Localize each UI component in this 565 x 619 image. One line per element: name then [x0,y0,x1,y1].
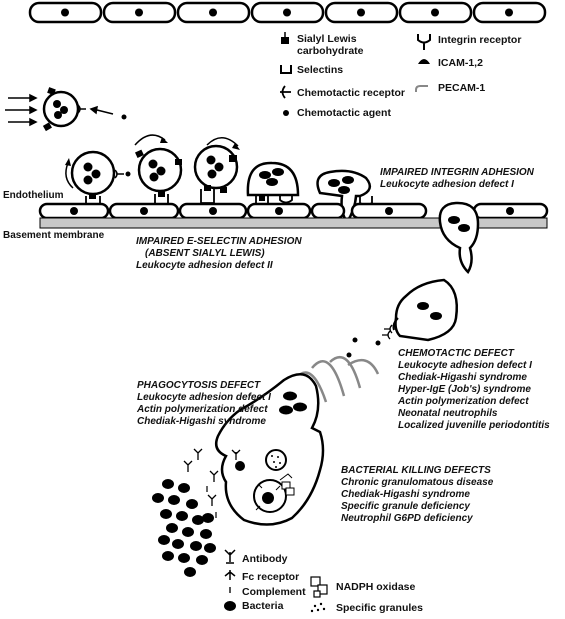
legend-granules-label: Specific granules [336,602,423,614]
chemotactic-defect-block: CHEMOTACTIC DEFECT Leukocyte adhesion de… [398,348,550,432]
integrin-defect-block: IMPAIRED INTEGRIN ADHESION Leukocyte adh… [380,167,534,191]
legend-integrin-receptor-label: Integrin receptor [438,34,522,46]
sialyl-lewis-icon [281,37,289,44]
legend-pecam-label: PECAM-1 [438,82,486,94]
antibody-icon [224,549,236,564]
legend-selectins-label: Selectins [297,64,344,76]
chemotaxing-leukocyte [382,278,458,342]
chemotactic-receptor-icon [280,85,291,99]
adherent-leukocyte [246,161,300,207]
selectin-icon [280,65,292,74]
selectin-defect-block: IMPAIRED E-SELECTIN ADHESION (ABSENT SIA… [136,236,302,272]
rolling-leukocyte-2 [134,134,183,205]
chemotactic-defect-item: Chediak-Higashi syndrome [398,372,527,383]
icam-icon [418,59,430,64]
basement-membrane-label: Basement membrane [3,230,105,241]
basement-membrane [39,217,548,229]
legend-chemotactic-receptor-label: Chemotactic receptor [297,87,405,99]
phagocytosis-defect-item: Actin polymerization defect [137,404,268,415]
fc-receptor-icon [224,570,236,580]
phagocytosis-defect-item: Chediak-Higashi syndrome [137,416,266,427]
integrin-defect-title: IMPAIRED INTEGRIN ADHESION [380,167,534,178]
chemotactic-defect-item: Actin polymerization defect [398,396,529,407]
endothelium-nuclei [70,207,514,215]
legend-icam-label: ICAM-1,2 [438,57,483,69]
bacteria-cluster [152,479,216,577]
selectin-defect-item: Leukocyte adhesion defect II [136,260,273,271]
extravasated-leukocyte [438,201,480,275]
chemotactic-defect-item: Neonatal neutrophils [398,408,498,419]
chemotactic-agent-icon [283,110,289,116]
rolling-leukocyte-1 [65,150,131,206]
specific-granules-icon [310,602,326,613]
nadph-oxidase-icon [310,576,328,598]
phagocytosis-defect-item: Leukocyte adhesion defect I [137,392,271,403]
chemotactic-defect-title: CHEMOTACTIC DEFECT [398,348,514,359]
legend-sialyl-lewis-label: Sialyl Lewis carbohydrate [297,33,364,57]
killing-defect-item: Neutrophil G6PD deficiency [341,513,473,524]
killing-defect-item: Chediak-Higashi syndrome [341,489,470,500]
legend-bacteria-label: Bacteria [242,600,284,612]
rolling-leukocyte-3 [193,137,240,204]
legend-complement-label: Complement [242,586,306,598]
legend-nadph-label: NADPH oxidase [336,581,416,593]
killing-defect-item: Specific granule deficiency [341,501,470,512]
endothelium-label: Endothelium [3,190,64,201]
legend-bottom-symbols [224,549,328,613]
killing-defect-block: BACTERIAL KILLING DEFECTS Chronic granul… [341,465,493,525]
legend-antibody-label: Antibody [242,553,288,565]
flow-arrows [5,93,127,127]
integrin-receptor-icon [417,34,431,50]
free-leukocyte [42,87,86,132]
legend-chemotactic-agent-label: Chemotactic agent [297,107,391,119]
legend-top-symbols [280,32,431,116]
phagocytosis-defect-title: PHAGOCYTOSIS DEFECT [137,380,261,391]
chemotactic-defect-item: Leukocyte adhesion defect I [398,360,532,371]
phagocytosis-defect-block: PHAGOCYTOSIS DEFECT Leukocyte adhesion d… [137,380,271,428]
chemotactic-defect-item: Hyper-IgE (Job's) syndrome [398,384,531,395]
selectin-defect-title-2: (ABSENT SIALYL LEWIS) [145,248,265,259]
top-endothelium-nuclei [61,8,513,17]
chemotactic-defect-item: Localized juvenille periodontitis [398,420,550,431]
bacteria-icon [224,601,236,611]
legend-fc-receptor-label: Fc receptor [242,571,300,583]
specific-granule-vesicle [265,449,287,471]
phagocyte [215,373,325,526]
selectin-defect-title-1: IMPAIRED E-SELECTIN ADHESION [136,236,302,247]
killing-defect-title: BACTERIAL KILLING DEFECTS [341,465,491,476]
opsonins [183,448,219,518]
top-endothelium-row [28,1,547,24]
integrin-defect-item: Leukocyte adhesion defect I [380,179,514,190]
killing-defect-item: Chronic granulomatous disease [341,477,494,488]
pecam-icon [415,85,428,92]
